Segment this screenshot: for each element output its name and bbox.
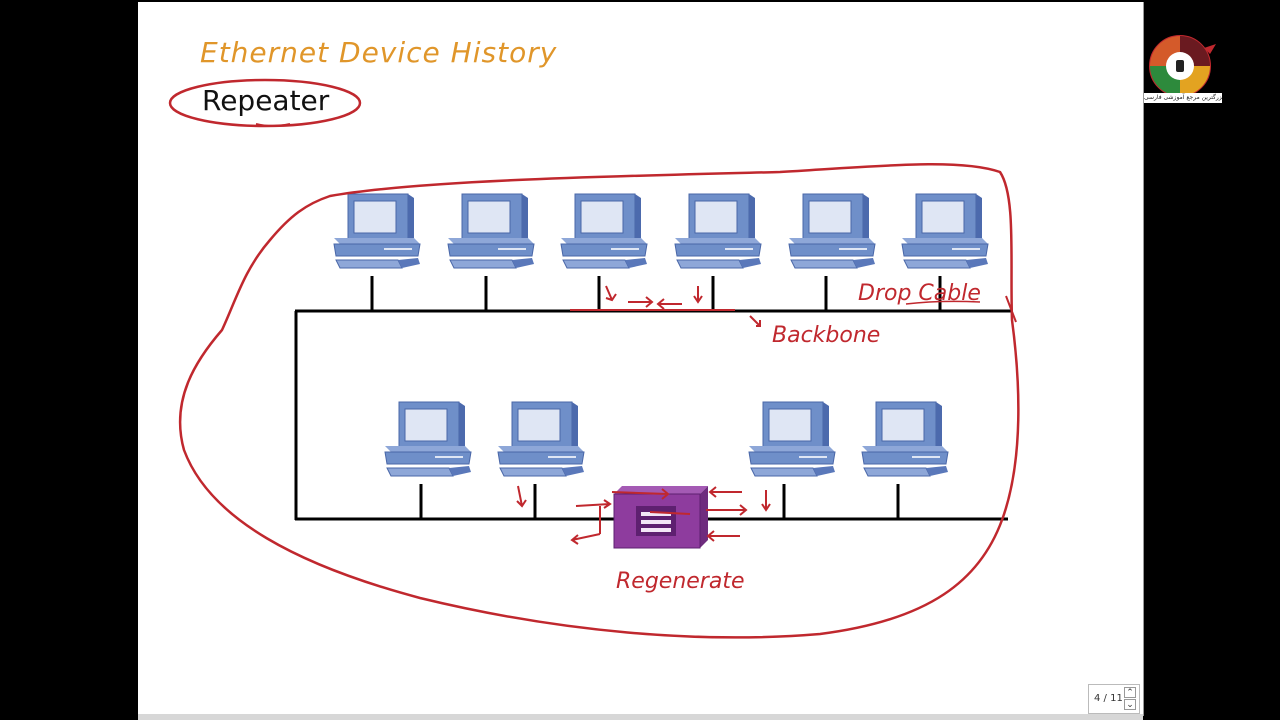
signal-arrows-top — [570, 285, 761, 327]
computer-icon — [674, 193, 762, 269]
slide-title: Ethernet Device History — [200, 36, 558, 69]
computer-icon — [861, 401, 949, 477]
subtitle-circle: Repeater — [168, 78, 364, 130]
chevron-up-icon[interactable]: ⌃ — [1124, 687, 1136, 698]
computer-icon — [447, 193, 535, 269]
subtitle-circle-ink — [168, 78, 362, 128]
computer-icon — [788, 193, 876, 269]
network-enclosure-ink — [178, 162, 1020, 639]
slide-canvas — [138, 2, 1144, 716]
label-regenerate: Regenerate — [616, 569, 745, 594]
computer-icon — [748, 401, 836, 477]
computer-icon — [901, 193, 989, 269]
logo-caption: بزرگترین مرجع آموزشی فارسی — [1144, 93, 1222, 103]
computer-icon — [560, 193, 648, 269]
page-number: 4 / 11 — [1094, 693, 1123, 704]
page-navigator: 4 / 11 ⌃ ⌄ — [1088, 684, 1140, 714]
repeater-icon — [613, 486, 708, 549]
drop-cables-bottom — [419, 484, 900, 519]
computer-icon — [333, 193, 421, 269]
computer-icon — [384, 401, 472, 477]
subtitle-repeater: Repeater — [202, 84, 330, 117]
drop-cables-top — [370, 276, 942, 311]
label-backbone: Backbone — [772, 323, 880, 348]
chevron-down-icon[interactable]: ⌄ — [1124, 699, 1136, 710]
slide-bottom-bar — [138, 714, 1143, 720]
computer-icon — [497, 401, 585, 477]
signal-arrows-bottom — [516, 485, 771, 545]
